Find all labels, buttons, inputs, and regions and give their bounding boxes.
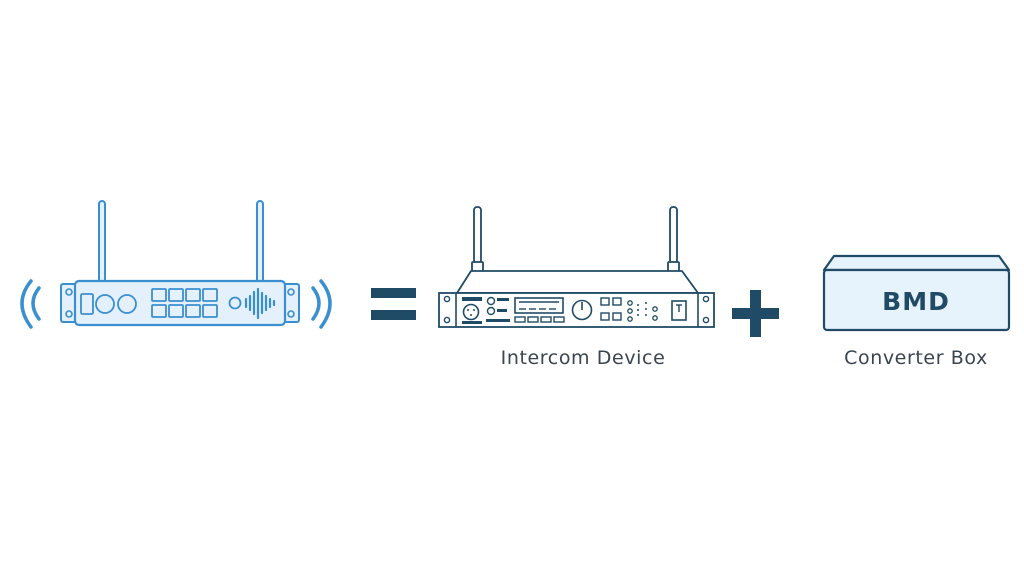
intercom-device-icon <box>438 206 715 328</box>
wireless-intercom-unit-icon <box>20 200 332 329</box>
signal-waves-left-icon <box>20 279 41 329</box>
signal-waves-right-icon <box>311 279 332 329</box>
equals-icon <box>371 288 416 320</box>
waveform-icon <box>244 287 276 320</box>
plus-icon <box>732 290 779 337</box>
converter-box-caption: Converter Box <box>844 347 988 369</box>
antenna-left <box>98 200 106 286</box>
converter-box-icon: BMD <box>822 254 1011 332</box>
converter-box-label: BMD <box>882 287 950 316</box>
intercom-device-caption: Intercom Device <box>500 347 666 369</box>
antenna-right <box>256 200 264 286</box>
